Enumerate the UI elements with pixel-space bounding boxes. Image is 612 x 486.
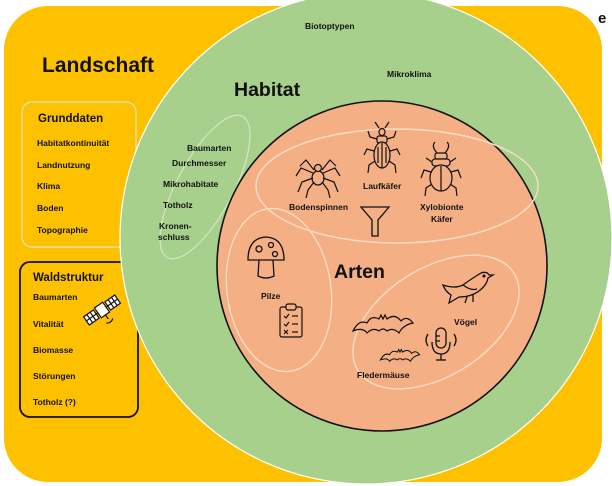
waldstruktur-box: [19, 261, 139, 418]
grunddaten-item: Landnutzung: [37, 160, 90, 170]
group-label-pilze: Pilze: [261, 291, 281, 301]
habitat-title: Habitat: [234, 79, 301, 101]
bird-bat-group-ellipse: [352, 254, 520, 390]
beetle-spider-group-ellipse: [255, 128, 539, 244]
group-label-fledermaeuse: Fledermäuse: [357, 370, 410, 380]
mushroom-icon: [247, 236, 285, 279]
habitat-structure-item: Durchmesser: [172, 158, 227, 168]
group-label-laufkaefer: Laufkäfer: [363, 181, 402, 191]
waldstruktur-item: Störungen: [33, 371, 76, 381]
microphone-icon: [425, 327, 457, 361]
bat-icon: [379, 348, 421, 363]
arten-circle: [216, 100, 548, 432]
bat-icon: [351, 313, 415, 335]
habitat-label-mikroklima: Mikroklima: [387, 69, 432, 79]
waldstruktur-item: Baumarten: [33, 292, 77, 302]
habitat-structure-ellipse: [159, 114, 251, 260]
group-label-bodenspinnen: Bodenspinnen: [289, 202, 348, 212]
waldstruktur-item: Biomasse: [33, 345, 73, 355]
arten-title: Arten: [334, 261, 385, 283]
fungi-group-ellipse: [225, 207, 333, 373]
grunddaten-item: Klima: [37, 181, 60, 191]
waldstruktur-item: Totholz (?): [33, 397, 76, 407]
satellite-icon: [82, 294, 122, 326]
funnel-trap-icon: [359, 206, 391, 237]
habitat-structure-item: schluss: [158, 232, 190, 242]
grunddaten-item: Boden: [37, 203, 63, 213]
ground-beetle-icon: [363, 121, 401, 174]
habitat-structure-item: Mikrohabitate: [163, 179, 219, 189]
habitat-structure-item: Kronen-: [159, 221, 192, 231]
habitat-structure-item: Baumarten: [187, 143, 231, 153]
corner-letter: e: [598, 10, 607, 27]
grunddaten-title: Grunddaten: [38, 113, 103, 125]
clipboard-icon: [279, 303, 303, 338]
waldstruktur-title: Waldstruktur: [33, 272, 104, 284]
bird-icon: [441, 271, 496, 305]
group-label-xylobionte: Xylobionte: [420, 202, 464, 212]
waldstruktur-item: Vitalität: [33, 319, 64, 329]
habitat-structure-item: Totholz: [163, 200, 193, 210]
grunddaten-item: Topographie: [37, 225, 88, 235]
spider-icon: [295, 159, 341, 199]
landscape-title: Landschaft: [42, 54, 154, 77]
habitat-label-biotoptypen: Biotoptypen: [305, 21, 355, 31]
group-label-voegel: Vögel: [454, 317, 477, 327]
grunddaten-item: Habitatkontinuität: [37, 138, 109, 148]
stag-beetle-icon: [420, 141, 462, 197]
group-label-kaefer: Käfer: [431, 214, 453, 224]
